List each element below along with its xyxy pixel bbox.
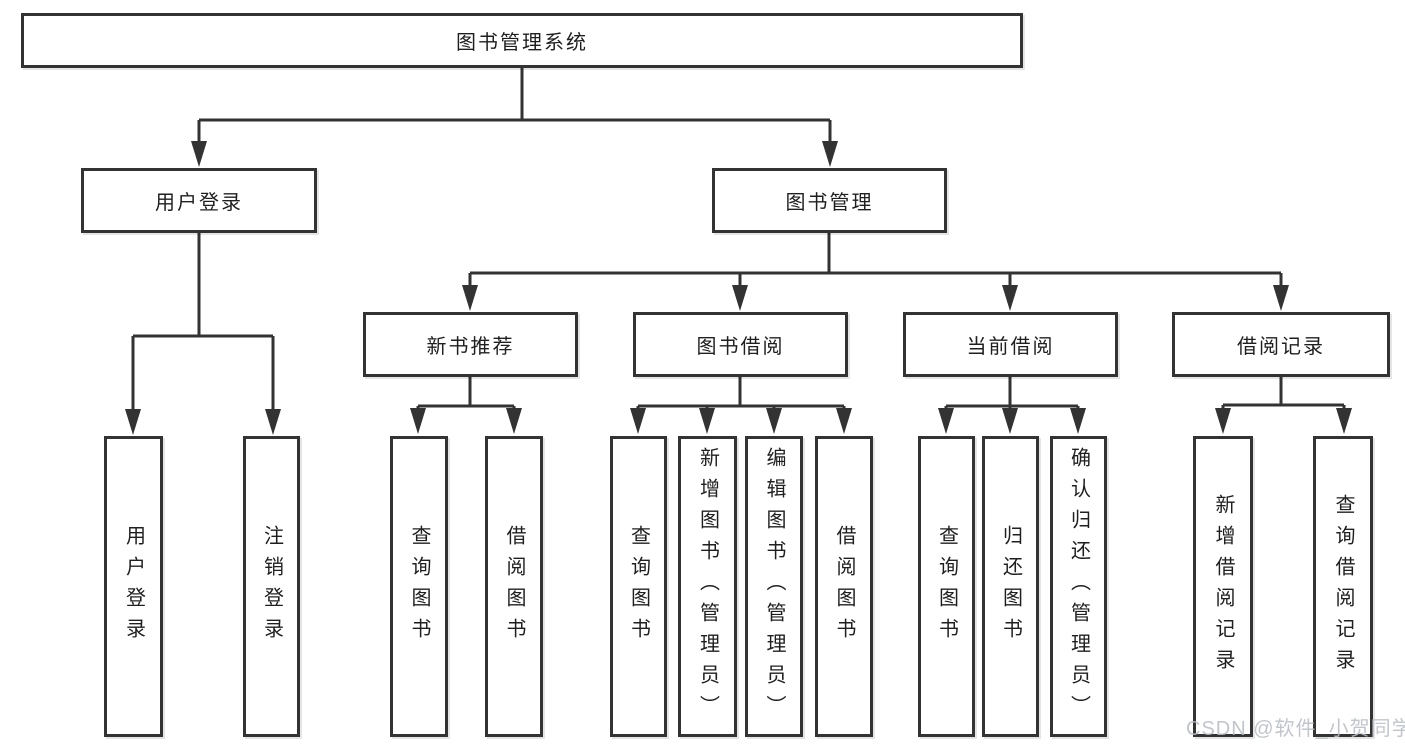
node-book-borrowing: 图书借阅 xyxy=(633,312,848,377)
node-label: 图书借阅 xyxy=(696,336,785,358)
leaf-label: 借阅图书 xyxy=(833,524,855,649)
node-label: 图书管理系统 xyxy=(456,32,588,54)
node-book-management: 图书管理 xyxy=(712,168,947,233)
leaf-label: 确认归还（管理员） xyxy=(1067,447,1090,726)
leaf-label: 查询图书 xyxy=(935,524,958,649)
node-new-book-recommend: 新书推荐 xyxy=(363,312,578,377)
node-label: 借阅记录 xyxy=(1237,336,1325,358)
leaf-label: 新增图书（管理员） xyxy=(696,447,719,726)
leaf-borrow-books-recommend: 借阅图书 xyxy=(485,436,543,737)
leaf-label: 新增借阅记录 xyxy=(1212,493,1234,680)
node-label: 图书管理 xyxy=(785,192,874,214)
leaf-add-book-admin: 新增图书（管理员） xyxy=(678,436,737,737)
leaf-label: 注销登录 xyxy=(260,524,283,649)
csdn-watermark: CSDN @软件_小贺同学 xyxy=(1186,718,1405,740)
leaf-label: 查询图书 xyxy=(627,524,650,649)
node-label: 用户登录 xyxy=(155,192,243,214)
leaf-add-borrow-record: 新增借阅记录 xyxy=(1193,436,1253,737)
leaf-label: 查询图书 xyxy=(408,524,430,649)
leaf-label: 归还图书 xyxy=(999,524,1022,649)
leaf-query-books-current: 查询图书 xyxy=(918,436,975,737)
leaf-user-login: 用户登录 xyxy=(104,436,163,737)
leaf-query-books-borrow: 查询图书 xyxy=(610,436,667,737)
leaf-label: 用户登录 xyxy=(122,524,145,649)
node-borrowing-records: 借阅记录 xyxy=(1172,312,1390,377)
leaf-borrow-books-borrow: 借阅图书 xyxy=(815,436,873,737)
leaf-label: 查询借阅记录 xyxy=(1332,493,1354,680)
leaf-edit-book-admin: 编辑图书（管理员） xyxy=(745,436,803,737)
leaf-query-borrow-record: 查询借阅记录 xyxy=(1313,436,1373,737)
leaf-query-books-recommend: 查询图书 xyxy=(390,436,448,737)
node-user-login: 用户登录 xyxy=(81,168,317,233)
leaf-label: 编辑图书（管理员） xyxy=(763,447,785,726)
node-label: 新书推荐 xyxy=(426,336,515,358)
arrowheads xyxy=(125,141,1352,435)
leaf-logout: 注销登录 xyxy=(243,436,300,737)
leaf-confirm-return-admin: 确认归还（管理员） xyxy=(1050,436,1107,737)
leaf-label: 借阅图书 xyxy=(503,524,525,649)
node-current-borrowing: 当前借阅 xyxy=(903,312,1118,377)
node-library-management-system: 图书管理系统 xyxy=(21,13,1023,68)
node-label: 当前借阅 xyxy=(966,336,1055,358)
leaf-return-book: 归还图书 xyxy=(982,436,1039,737)
